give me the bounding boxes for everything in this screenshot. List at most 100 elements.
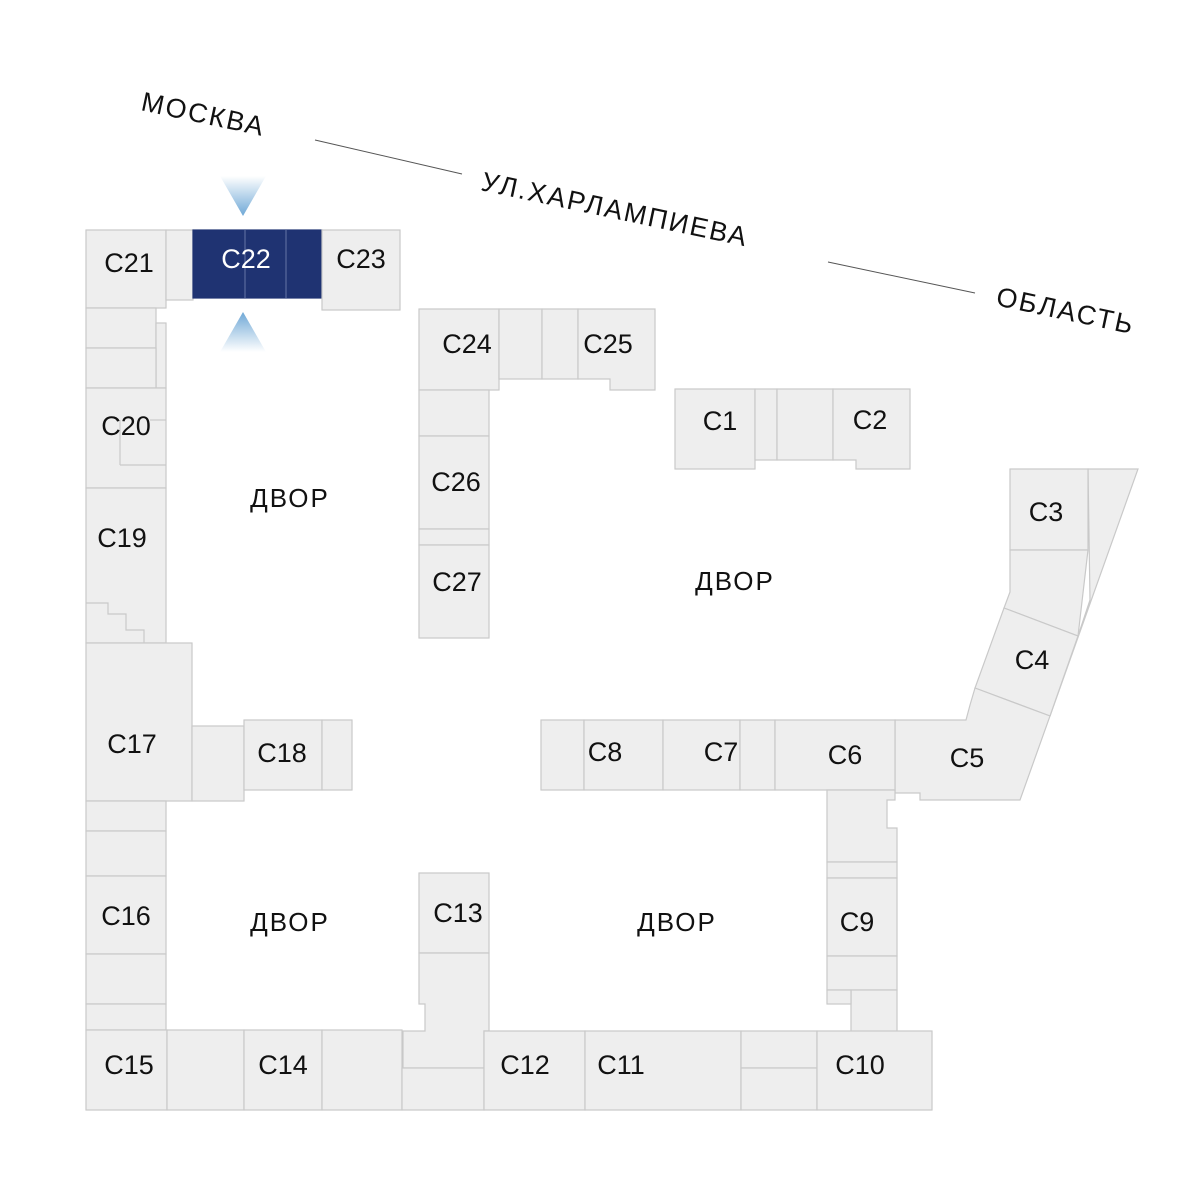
section-c11-label: С11 <box>597 1050 645 1080</box>
section-c24-label: С24 <box>442 329 492 359</box>
section-c14-label: С14 <box>258 1050 308 1080</box>
section-c21-block[interactable] <box>85 229 167 309</box>
section-c13-label: С13 <box>433 898 483 928</box>
yard-label: ДВОР <box>695 566 775 596</box>
section-c9-block[interactable] <box>826 877 898 957</box>
street-label-region: ОБЛАСТЬ <box>994 282 1138 341</box>
section-c4-label: С4 <box>1015 645 1050 675</box>
section-c5-block[interactable] <box>894 687 1051 801</box>
building-segment <box>826 861 898 879</box>
section-c18-label: С18 <box>257 738 307 768</box>
section-c17-block[interactable] <box>85 642 193 802</box>
section-c1-label: С1 <box>703 406 738 436</box>
building-segment <box>826 989 852 1005</box>
building-segment <box>85 830 167 877</box>
section-c17-label: С17 <box>107 729 157 759</box>
section-c10-block[interactable] <box>816 1030 933 1111</box>
building-c9-wing <box>826 789 898 1035</box>
yard-label: ДВОР <box>250 907 330 937</box>
building-segment <box>826 955 898 991</box>
street-label-moscow: МОСКВА <box>139 87 268 143</box>
building-c13-wing <box>402 872 490 1069</box>
section-c16-label: С16 <box>101 901 151 931</box>
building-segment <box>740 1067 818 1111</box>
section-c14-block[interactable] <box>243 1029 323 1111</box>
building-segment <box>85 1003 167 1031</box>
building-c18-wing <box>191 719 353 802</box>
building-segment <box>85 307 157 349</box>
road-line <box>314 139 463 175</box>
section-c13-block[interactable] <box>418 872 490 954</box>
section-c21-label: С21 <box>104 248 154 278</box>
section-c8-block[interactable] <box>583 719 664 791</box>
section-c26-block[interactable] <box>418 435 490 530</box>
building-segment <box>402 952 490 1069</box>
building-top-row <box>192 229 401 311</box>
building-segment <box>740 1030 818 1069</box>
section-c20-label: С20 <box>101 411 151 441</box>
building-segment <box>85 953 167 1005</box>
section-c19-label: С19 <box>97 523 147 553</box>
building-segment <box>498 308 543 380</box>
section-c6-block[interactable] <box>774 719 896 791</box>
building-segment <box>850 989 898 1035</box>
building-left-wing <box>85 229 194 1031</box>
yard-label: ДВОР <box>637 907 717 937</box>
section-c3-block[interactable] <box>1009 468 1089 551</box>
building-right-wing <box>894 468 1139 801</box>
section-c9-label: С9 <box>840 907 875 937</box>
building-segment <box>418 389 490 437</box>
building-segment <box>754 388 778 461</box>
yard-label: ДВОР <box>250 483 330 513</box>
section-c23-block[interactable] <box>321 229 401 311</box>
marker-arrow-down-icon <box>220 176 266 216</box>
building-segment <box>166 1029 245 1111</box>
section-c16-block[interactable] <box>85 875 167 955</box>
street-label-name: УЛ.ХАРЛАМПИЕВА <box>479 167 751 253</box>
building-segment <box>418 528 490 546</box>
section-c12-label: С12 <box>500 1050 550 1080</box>
building-bottom-row <box>85 1029 933 1111</box>
section-c11-block[interactable] <box>584 1030 742 1111</box>
building-segment <box>85 800 167 832</box>
building-segment <box>321 719 353 791</box>
street-annotation: МОСКВА УЛ.ХАРЛАМПИЕВА ОБЛАСТЬ <box>139 87 1138 341</box>
section-c7-block[interactable] <box>662 719 741 791</box>
section-c22-block[interactable] <box>192 229 323 299</box>
section-c20-block[interactable] <box>85 387 167 489</box>
building-connector <box>165 229 194 301</box>
building-segment <box>739 719 776 791</box>
section-c27-label: С27 <box>432 567 482 597</box>
building-segment <box>541 308 579 380</box>
building-segment <box>191 725 245 802</box>
marker-arrow-up-icon <box>220 312 266 352</box>
section-c5-label: С5 <box>950 743 985 773</box>
section-c23-label: С23 <box>336 244 386 274</box>
section-c6-label: С6 <box>828 740 863 770</box>
building-segment <box>321 1029 403 1111</box>
section-c26-label: С26 <box>431 467 481 497</box>
building-c1-c2 <box>674 388 911 470</box>
building-segment <box>540 719 585 791</box>
section-c7-label: С7 <box>704 737 739 767</box>
section-c24-block[interactable] <box>418 308 500 391</box>
section-c10-label: С10 <box>835 1050 885 1080</box>
building-segment <box>85 347 157 389</box>
section-c15-label: С15 <box>104 1050 154 1080</box>
section-c27-block[interactable] <box>418 544 490 639</box>
building-segment <box>401 1067 485 1111</box>
building-middle-row <box>540 719 896 791</box>
section-c18-block[interactable] <box>243 719 323 791</box>
building-center-wing <box>418 308 656 639</box>
building-segment <box>776 388 834 461</box>
building-segment <box>155 322 167 389</box>
road-line <box>827 261 976 294</box>
building-segment <box>826 789 898 863</box>
section-c2-block[interactable] <box>832 388 911 470</box>
section-c25-label: С25 <box>583 329 633 359</box>
section-c1-block[interactable] <box>674 388 756 470</box>
section-c2-label: С2 <box>853 405 888 435</box>
section-c8-label: С8 <box>588 737 623 767</box>
section-c22-label: С22 <box>221 244 271 274</box>
section-c25-block[interactable] <box>577 308 656 391</box>
